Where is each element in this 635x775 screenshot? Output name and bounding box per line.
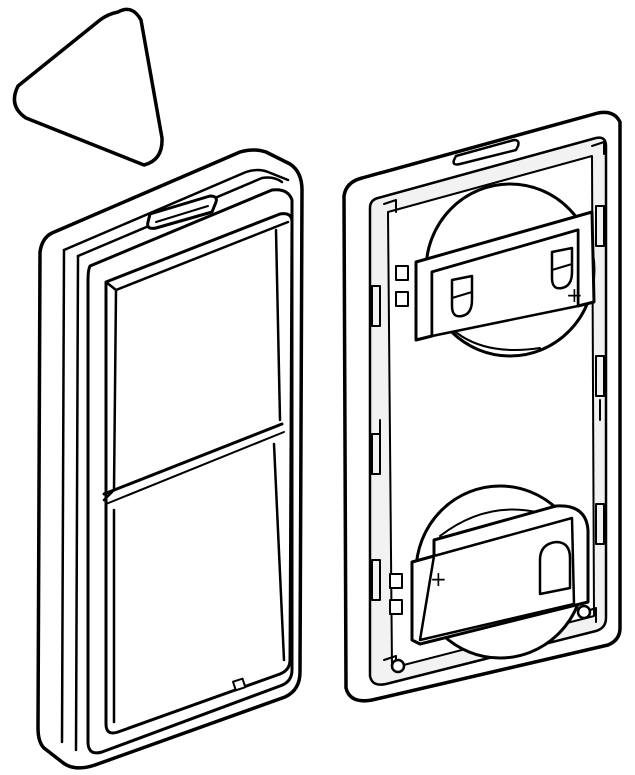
battery-bottom: + bbox=[389, 484, 590, 660]
back-plate: + + bbox=[342, 110, 622, 703]
battery-top-plus-label: + bbox=[566, 283, 583, 307]
triangle-pad bbox=[12, 7, 164, 167]
battery-bottom-plus-label: + bbox=[430, 567, 447, 591]
switch-unit bbox=[36, 148, 304, 770]
battery-top: + bbox=[395, 182, 596, 358]
